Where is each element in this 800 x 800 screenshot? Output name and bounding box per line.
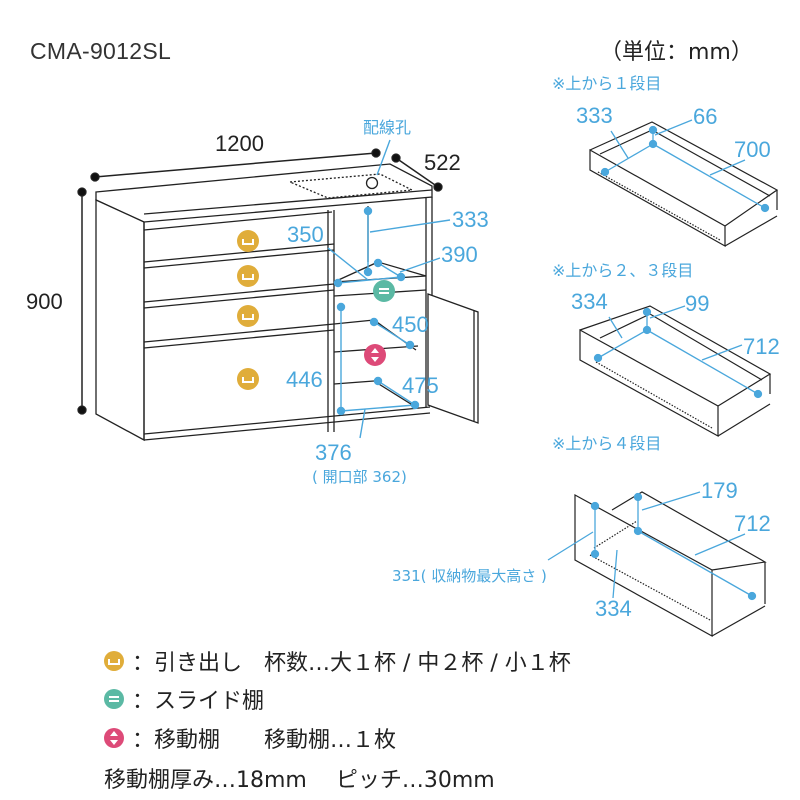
drawer-1-caption: ※上から１段目 [552,74,662,93]
cable-hole-label: 配線孔 [363,118,412,137]
drawer-4-max-height: 331( 収納物最大高さ ) [392,567,547,585]
depth-dimension: 522 [424,150,461,175]
movable-shelf-icon [104,728,124,748]
drawer-2-height: 99 [685,291,710,316]
drawer-2-diagram [579,305,772,438]
drawer-icon [237,265,259,291]
niche-height: 333 [452,207,489,232]
legend-text: ：移動棚 移動棚…１枚 [132,728,397,753]
lower-width: 376 [315,440,352,465]
dim-endpoint [433,182,443,192]
drawer-4-caption: ※上から４段目 [552,434,662,453]
legend-item-slide-shelf: ：スライド棚 [104,683,264,715]
lower-depth-bottom: 475 [402,373,439,398]
drawer-1-diagram [589,121,779,248]
legend-text: ：引き出し 杯数…大１杯 / 中２杯 / 小１杯 [132,651,571,676]
width-dimension-line [94,152,377,178]
drawer-icon [104,651,124,671]
drawer-2-width: 334 [571,289,608,314]
movable-shelf-icon [364,344,386,370]
dim-endpoint [77,405,87,415]
dim-endpoint [77,187,87,197]
unit-label: （単位：mm） [600,40,753,65]
cable-hole [365,176,379,190]
drawer-1-width: 333 [576,103,613,128]
height-dimension: 900 [26,289,63,314]
footnote-text: 移動棚厚み…18mm ピッチ…30mm [104,768,495,793]
dim-endpoint [391,153,401,163]
legend-item-movable-shelf: ：移動棚 移動棚…１枚 [104,722,396,754]
slide-shelf-icon [104,689,124,709]
drawer-4-depth: 712 [734,511,771,536]
lower-height: 446 [286,367,323,392]
footnote: 移動棚厚み…18mm ピッチ…30mm [104,762,495,794]
drawer-4-width: 334 [595,596,632,621]
dim-endpoint [371,148,381,158]
dim-endpoint [90,172,100,182]
width-dimension: 1200 [215,131,264,156]
cabinet-side [95,198,145,442]
drawer-1-depth: 700 [734,137,771,162]
drawer-icon [237,368,259,394]
opening-width: ( 開口部 362) [312,468,407,486]
legend-item-drawer: ：引き出し 杯数…大１杯 / 中２杯 / 小１杯 [104,645,571,677]
drawer-icon [237,230,259,256]
drawer-icon [237,305,259,331]
slide-shelf-icon [373,280,395,306]
lower-depth-mid: 450 [392,312,429,337]
drawer-1-height: 66 [693,104,718,129]
cabinet-door [427,293,479,424]
cable-area [289,173,415,199]
drawer-2-depth: 712 [743,334,780,359]
drawer-4-diagram [574,491,767,638]
legend-text: ：スライド棚 [132,689,265,714]
depth-dimension-line [395,157,439,188]
niche-width: 350 [287,222,324,247]
drawer-2-caption: ※上から２、３段目 [552,261,694,280]
drawer-4-height: 179 [701,478,738,503]
niche-depth: 390 [441,242,478,267]
model-number: CMA-9012SL [30,38,172,64]
